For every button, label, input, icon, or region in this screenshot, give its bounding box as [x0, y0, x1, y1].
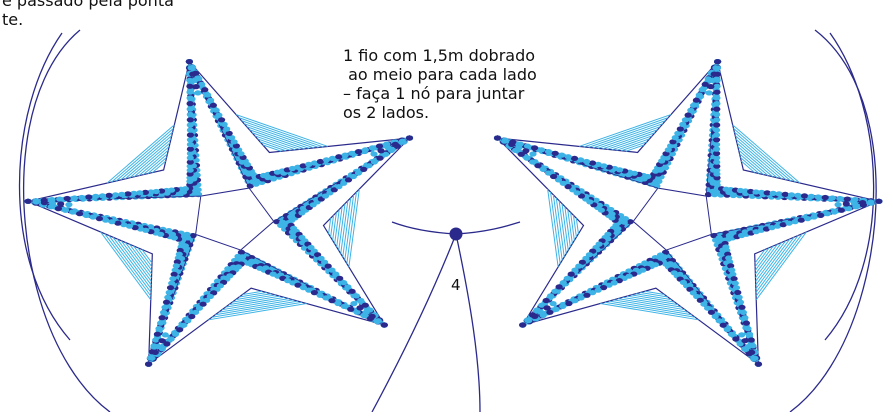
left-star-cup-icon: [24, 59, 414, 367]
instruction-line-1: 1 fio com 1,5m dobrado: [343, 46, 536, 65]
instruction-note: 1 fio com 1,5m dobrado ao meio para cada…: [343, 46, 537, 122]
instruction-line-2: ao meio para cada lado: [343, 65, 537, 84]
top-note: e passado pela ponta te.: [0, 0, 174, 29]
top-note-line-1: e passado pela ponta: [2, 0, 174, 10]
top-note-line-2: te.: [2, 10, 24, 29]
right-star-cup-icon: [493, 59, 883, 367]
tie-strings: [18, 29, 877, 413]
knot-icon: [449, 227, 463, 241]
page-number: 4: [451, 276, 461, 294]
instruction-line-3: – faça 1 nó para juntar: [343, 84, 525, 103]
instruction-line-4: os 2 lados.: [343, 103, 430, 122]
